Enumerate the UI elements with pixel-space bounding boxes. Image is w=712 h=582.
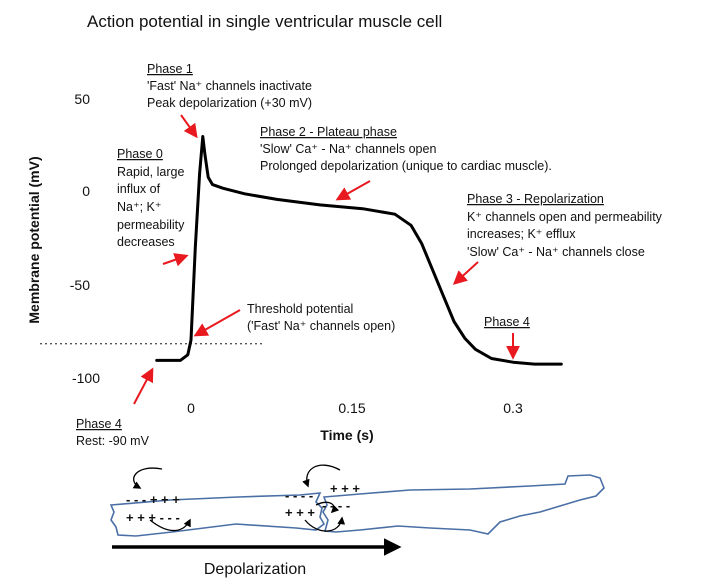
phase3-text: 'Slow' Ca⁺ - Na⁺ channels close [467,245,645,259]
x-axis-label: Time (s) [320,427,373,443]
phase1-text: Peak depolarization (+30 mV) [147,96,312,110]
x-tick-label: 0 [187,400,195,416]
cell-diagram: - - - + + + + + + - - - + + + - - - - - … [109,464,605,537]
phase3-heading: Phase 3 - Repolarization [467,192,604,206]
phase1-text: 'Fast' Na⁺ channels inactivate [147,79,312,93]
y-tick-label: -100 [72,370,100,386]
phase4-left-heading: Phase 4 [76,417,122,431]
y-tick-label: 0 [82,183,90,199]
phase0-text: influx of [117,182,161,196]
y-tick-label: 50 [74,91,90,107]
phase0-text: permeability [117,218,185,232]
charges-mid-bottom-2: + + + [285,505,315,520]
action-potential-curve [155,135,563,366]
y-tick-label: -50 [70,277,90,293]
phase1-arrow [180,114,198,139]
charges-mid-bottom-1: - - - - [322,498,350,513]
threshold-text: ('Fast' Na⁺ channels open) [247,319,395,333]
depolarization-label: Depolarization [204,561,306,578]
phase0-arrow [162,253,189,267]
charges-mid-top-2: - - - - [285,488,313,503]
phase2-text: 'Slow' Ca⁺ - Na⁺ channels open [260,142,436,156]
cell-outline-left [109,492,326,537]
diagram-title: Action potential in single ventricular m… [87,12,442,31]
phase4-left-arrow [133,367,154,405]
phase3-arrow [452,261,479,285]
x-tick-label: 0.3 [503,400,523,416]
charges-left-bottom: + + + - - - [126,510,180,525]
phase0-heading: Phase 0 [117,147,163,161]
charges-left-top: - - - + + + [126,492,180,507]
y-axis-label: Membrane potential (mV) [26,156,42,323]
phase1-heading: Phase 1 [147,62,193,76]
phase4-right-heading: Phase 4 [484,315,530,329]
phase0-text: Rapid, large [117,165,184,179]
threshold-arrow [193,309,241,337]
phase4-left-text: Rest: -90 mV [76,434,150,448]
current-arrow [302,464,341,488]
x-tick-label: 0.15 [338,400,365,416]
phase3-text: increases; K⁺ efflux [467,227,576,241]
current-arrow [149,518,191,532]
threshold-text: Threshold potential [247,302,353,316]
current-arrow [132,467,163,489]
cell-outline-right [322,474,605,535]
current-arrow [304,516,346,532]
phase0-text: decreases [117,235,175,249]
phase3-text: K⁺ channels open and permeability [467,210,663,224]
current-arrow [315,501,340,514]
charges-mid-top-1: + + + [330,481,360,496]
phase2-text: Prolonged depolarization (unique to card… [260,159,552,173]
phase2-arrow [335,180,371,201]
phase2-heading: Phase 2 - Plateau phase [260,125,397,139]
phase0-text: Na⁺; K⁺ [117,200,161,214]
